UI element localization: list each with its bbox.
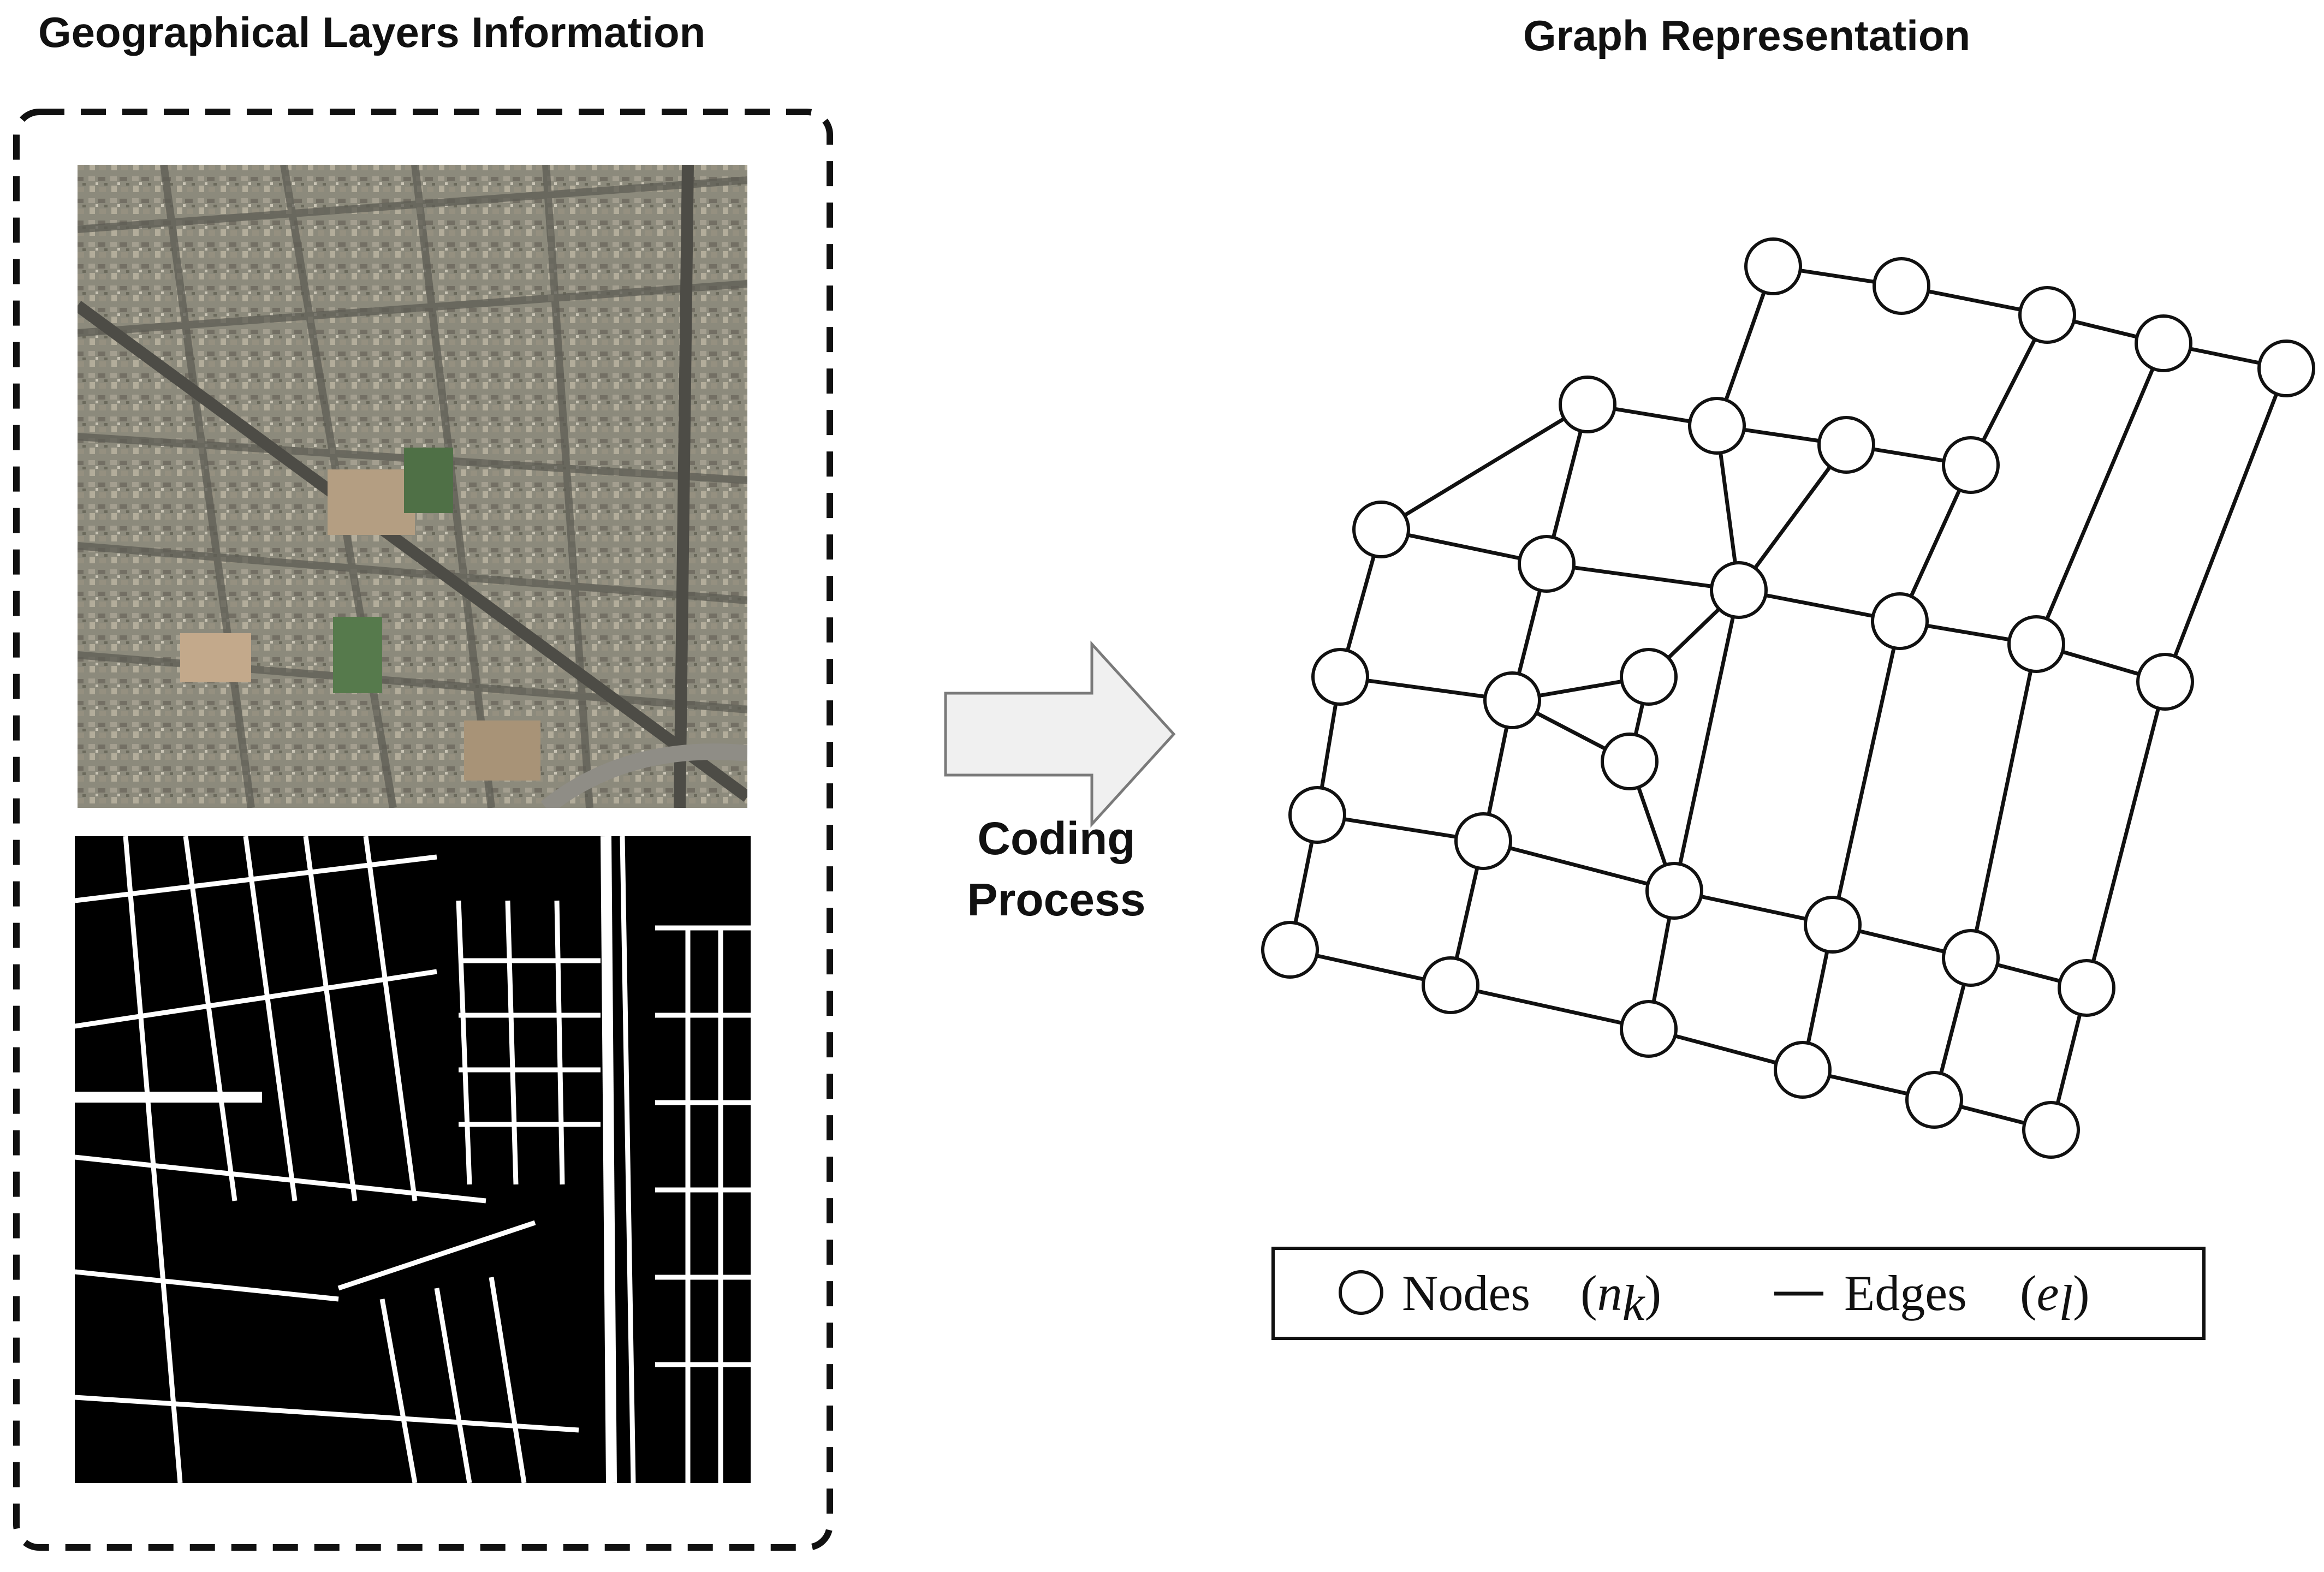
coding-process-line2: Process: [967, 874, 1146, 925]
satellite-image: [78, 165, 747, 808]
graph-node-29: [1905, 1071, 1963, 1129]
legend-edges-symbol: e: [2037, 1265, 2059, 1321]
graph-node-4: [2257, 340, 2315, 397]
graph-edge-13: [1546, 562, 1739, 592]
graph-node-11: [1710, 561, 1768, 619]
legend-nodes-subscript: k: [1622, 1275, 1646, 1331]
coding-process-label: Coding Process: [928, 808, 1185, 930]
graph-node-18: [2136, 653, 2194, 711]
legend-nodes-notation: (nk): [1580, 1265, 1661, 1331]
graph-node-3: [2135, 314, 2192, 372]
graph-edge-43: [1450, 983, 1649, 1031]
graph-node-15: [1483, 671, 1541, 729]
graph-node-21: [1645, 862, 1703, 920]
graph-edge-36: [1483, 839, 1675, 893]
graph-node-12: [1871, 592, 1929, 650]
legend-nodes-label: Nodes: [1402, 1265, 1530, 1321]
graph-node-9: [1352, 501, 1410, 558]
graph-node-28: [1774, 1041, 1832, 1099]
graph-node-7: [1817, 416, 1875, 474]
graph-node-1: [1873, 257, 1930, 315]
graph-node-23: [1942, 929, 2000, 987]
legend-nodes-close-paren: ): [1644, 1265, 1661, 1321]
road-network-image: [75, 836, 751, 1483]
graph-node-24: [2058, 959, 2115, 1017]
legend: Nodes (nk) Edges (el): [1271, 1247, 2206, 1340]
graph: [1261, 237, 2315, 1159]
graph-representation-title: Graph Representation: [1523, 11, 1971, 59]
geo-layers-dashed-frame: [13, 109, 833, 1551]
graph-edge-11: [1380, 403, 1589, 531]
coding-process-arrow: [944, 640, 1176, 828]
legend-edges-notation: (el): [2020, 1265, 2090, 1331]
legend-nodes-symbol: n: [1597, 1265, 1622, 1321]
graph-edge-32: [2084, 681, 2167, 989]
graph-node-8: [1942, 436, 2000, 494]
graph-node-19: [1288, 786, 1346, 844]
geographical-layers-title: Geographical Layers Information: [38, 8, 706, 56]
legend-edges-subscript: l: [2059, 1275, 2073, 1331]
legend-node-icon: [1339, 1270, 1383, 1315]
legend-edges-label: Edges: [1844, 1265, 1967, 1321]
graph-node-14: [1311, 648, 1369, 706]
graph-node-20: [1454, 812, 1512, 870]
legend-edges-close-paren: ): [2073, 1265, 2090, 1321]
graph-node-22: [1804, 896, 1862, 954]
graph-node-0: [1744, 237, 1802, 295]
legend-box: [1271, 1247, 2206, 1340]
graph-node-5: [1559, 376, 1616, 433]
graph-node-17: [1601, 733, 1659, 790]
graph-edge-30: [1830, 621, 1902, 925]
graph-edge-31: [1969, 644, 2038, 958]
graph-edge-19: [1737, 443, 1848, 592]
graph-node-16: [1620, 648, 1678, 706]
coding-process-line1: Coding: [977, 813, 1136, 864]
graph-node-26: [1422, 956, 1479, 1014]
graph-edge-9: [2034, 342, 2166, 645]
graph-node-25: [1261, 921, 1319, 979]
graph-node-13: [2007, 615, 2065, 673]
graph-edge-29: [1672, 590, 1741, 891]
graph-node-30: [2022, 1101, 2080, 1159]
graph-node-10: [1518, 535, 1576, 593]
graph-node-27: [1620, 1000, 1678, 1058]
graph-node-2: [2018, 286, 2076, 344]
graph-edge-10: [2163, 367, 2289, 683]
graph-node-6: [1688, 397, 1746, 455]
